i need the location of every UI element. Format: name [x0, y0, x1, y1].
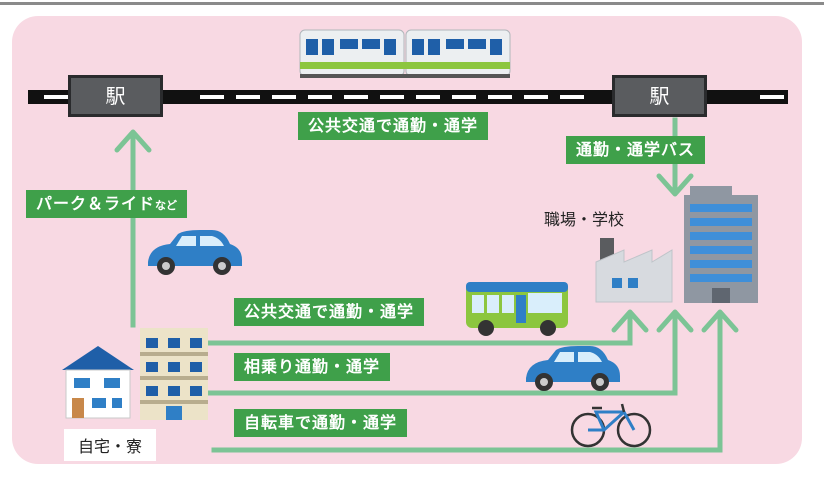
label-park-and-ride: パーク＆ライドなど — [26, 190, 188, 218]
label-rail-commute: 公共交通で通勤・通学 — [298, 112, 489, 140]
park-ride-text: パーク＆ライド — [36, 194, 156, 213]
bus-icon — [466, 282, 568, 336]
workplace-label: 職場・学校 — [544, 210, 625, 229]
label-bus-commute: 通勤・通学バス — [566, 136, 706, 164]
diagram-artwork — [28, 29, 788, 453]
home-label: 自宅・寮 — [64, 429, 157, 461]
factory-icon — [595, 238, 673, 303]
label-bicycle: 自転車で通勤・通学 — [234, 409, 408, 437]
route-lines — [114, 117, 739, 453]
house-icon — [62, 346, 134, 419]
label-public-transit: 公共交通で通勤・通学 — [234, 298, 425, 326]
office-building-icon — [684, 186, 758, 303]
commute-diagram: 駅 駅 公共交通で通勤・通学 通勤・通学バス パーク＆ライドなど 公共交通で通勤… — [12, 16, 802, 464]
station-right: 駅 — [612, 75, 707, 117]
apartment-icon — [140, 328, 208, 420]
label-carpool: 相乗り通勤・通学 — [234, 353, 391, 381]
car-icon — [148, 230, 242, 275]
railway-track — [28, 90, 788, 104]
train-icon — [299, 29, 511, 78]
top-divider — [0, 2, 824, 5]
bicycle-icon — [570, 403, 652, 448]
park-ride-suffix: など — [155, 199, 178, 212]
car-icon — [526, 346, 620, 391]
station-left: 駅 — [68, 75, 163, 117]
